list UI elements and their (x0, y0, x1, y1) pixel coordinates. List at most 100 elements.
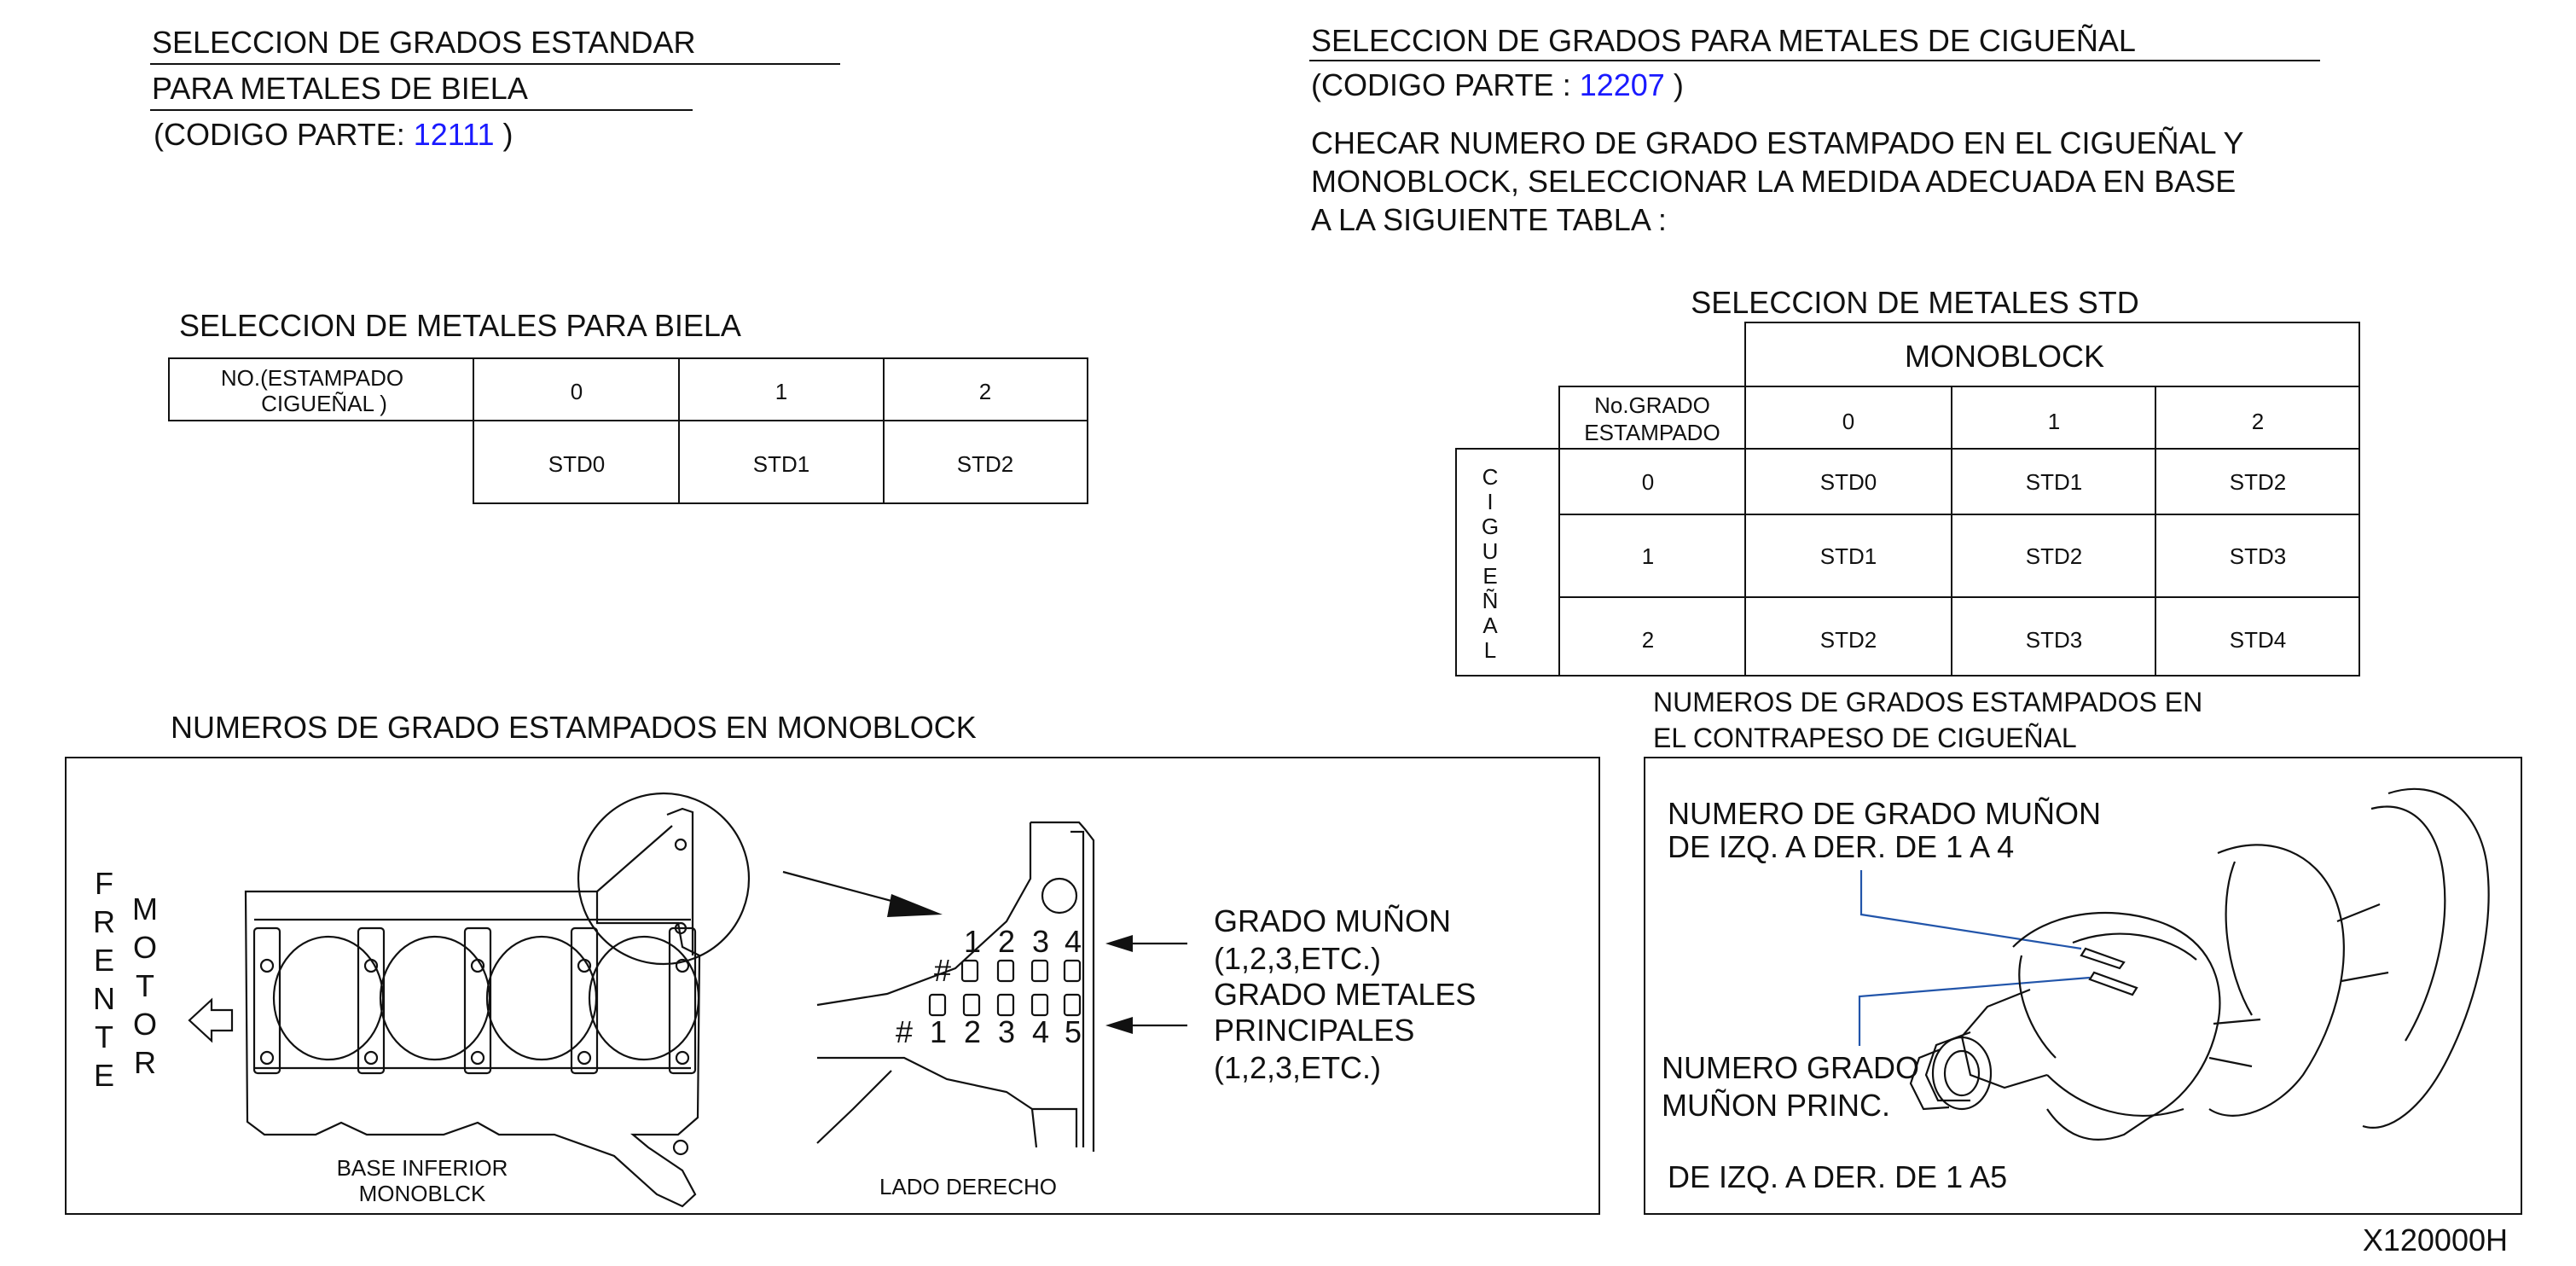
std-row-label: 2 (1642, 627, 1654, 653)
bearing-cap (252, 926, 281, 1075)
std-row-label: 0 (1642, 469, 1654, 495)
cylinder-bore (588, 935, 700, 1061)
biela-value-2: STD2 (957, 451, 1013, 477)
base-caption-line1: BASE INFERIOR (337, 1155, 508, 1181)
side-outline (1030, 821, 1095, 1152)
detail-arrow-shaft (782, 870, 905, 906)
lower-block-drawing (244, 792, 751, 1208)
std-cell: STD2 (2230, 469, 2286, 495)
motor-letter: O (133, 930, 157, 965)
biela-col-2: 2 (979, 379, 991, 404)
motor-letter: M (132, 891, 158, 926)
stamp-bottom-number: 5 (1065, 1014, 1082, 1049)
bolt-hole (577, 958, 592, 973)
crank-label1-line1: NUMERO DE GRADO MUÑON (1668, 796, 2101, 831)
std-row-header-line1: No.GRADO (1594, 392, 1710, 418)
bolt-hole (577, 1050, 592, 1066)
side-letter: A (1482, 613, 1498, 638)
std-cell: STD3 (2026, 627, 2082, 653)
counterweight-outline (2370, 805, 2446, 1042)
stamp-box (1063, 993, 1082, 1017)
monoblock-panel-title: NUMEROS DE GRADO ESTAMPADOS EN MONOBLOCK (171, 710, 977, 745)
frente-letter: E (94, 1058, 114, 1093)
side-letter: I (1487, 489, 1493, 514)
crank-label3: DE IZQ. A DER. DE 1 A5 (1668, 1159, 2007, 1194)
counterweight-outline (2208, 844, 2345, 1117)
biela-col-0: 0 (571, 379, 583, 404)
side-letter: U (1482, 538, 1499, 564)
cylinder-bore (272, 935, 385, 1061)
stamp-box (928, 993, 947, 1017)
left-header-line1: SELECCION DE GRADOS ESTANDAR (152, 25, 695, 60)
std-cell: STD0 (1820, 469, 1877, 495)
stamp-hash: # (896, 1014, 913, 1049)
figure-id: X120000H (2363, 1222, 2508, 1257)
crank-panel-frame (1644, 757, 2522, 1215)
frente-letter: F (95, 866, 113, 901)
side-caption: LADO DERECHO (879, 1174, 1057, 1199)
std-row-label: 1 (1642, 543, 1654, 569)
std-cell: STD2 (1820, 627, 1877, 653)
left-header-line2: PARA METALES DE BIELA (152, 71, 528, 106)
counterweight-edge (2018, 955, 2057, 1059)
std-col-2: 2 (2252, 409, 2264, 434)
bolt-hole (259, 958, 275, 973)
std-col-0: 0 (1842, 409, 1854, 434)
biela-value-0: STD0 (548, 451, 605, 477)
stamp-box (962, 993, 981, 1017)
std-row-header-line2: ESTAMPADO (1584, 420, 1720, 445)
crank-label2-line2: MUÑON PRINC. (1662, 1088, 1890, 1123)
bolt-hole (363, 958, 379, 973)
biela-header-line1: NO.(ESTAMPADO (221, 365, 403, 391)
stamp-box (1030, 993, 1049, 1017)
cylinder-bore (485, 935, 598, 1061)
cylinder-bore (379, 935, 491, 1061)
journal-edge (2208, 1018, 2261, 1068)
detail-edge (596, 825, 673, 892)
motor-letter: R (134, 1045, 156, 1080)
journal-edge (2336, 903, 2389, 983)
bolt-hole (672, 1139, 689, 1156)
stamp-top-number: 4 (1065, 924, 1082, 959)
biela-table-title: SELECCION DE METALES PARA BIELA (179, 308, 741, 343)
stamp-box (1030, 959, 1049, 983)
std-col-1: 1 (2048, 409, 2060, 434)
instruction-line1: CHECAR NUMERO DE GRADO ESTAMPADO EN EL C… (1311, 125, 2244, 160)
bolt-hole (675, 958, 690, 973)
std-cell: STD2 (2026, 543, 2082, 569)
crank-label1-line2: DE IZQ. A DER. DE 1 A 4 (1668, 829, 2014, 864)
monoblock-panel: NUMEROS DE GRADO ESTAMPADOS EN MONOBLOCK… (65, 710, 1600, 1215)
side-letter: E (1482, 563, 1497, 589)
counterweight-outline (2012, 911, 2221, 1141)
biela-col-1: 1 (775, 379, 787, 404)
counterweight-edge (2072, 932, 2197, 961)
side-detail-drawing: 1 2 3 4 # # 1 2 3 4 5 (816, 821, 1095, 1152)
stamp-box (996, 959, 1015, 983)
crank-label2-line1: NUMERO GRADO (1662, 1050, 1919, 1085)
callout1-line1: GRADO MUÑON (1214, 903, 1451, 938)
stamp-box (1063, 959, 1082, 983)
frente-letter: E (94, 943, 114, 978)
bolt-hole (470, 1050, 485, 1066)
std-cell: STD1 (2026, 469, 2082, 495)
side-letter: Ñ (1482, 588, 1499, 613)
crank-snout-edge (1909, 1048, 1950, 1111)
stamp-box (960, 959, 979, 983)
crank-leader-line (1859, 870, 2082, 950)
biela-table: SELECCION DE METALES PARA BIELA NO.(ESTA… (168, 308, 1088, 504)
bolt-hole (470, 958, 485, 973)
crankshaft-drawing (1909, 787, 2490, 1141)
std-side-label: C I G U E Ñ A L (1482, 464, 1499, 663)
bolt-hole (675, 1050, 690, 1066)
stamp-bottom-number: 2 (964, 1014, 981, 1049)
detail-magnifier (577, 792, 751, 966)
crank-snout-face (1931, 1036, 1993, 1111)
motor-label: M O T O R (132, 891, 158, 1080)
counterweight-edge (2225, 861, 2253, 1016)
crank-snout-hole (1943, 1049, 1981, 1097)
side-hole (1041, 877, 1078, 915)
callout2-line1: GRADO METALES (1214, 977, 1476, 1012)
detail-hole (674, 838, 688, 851)
side-outline (817, 1056, 1038, 1148)
